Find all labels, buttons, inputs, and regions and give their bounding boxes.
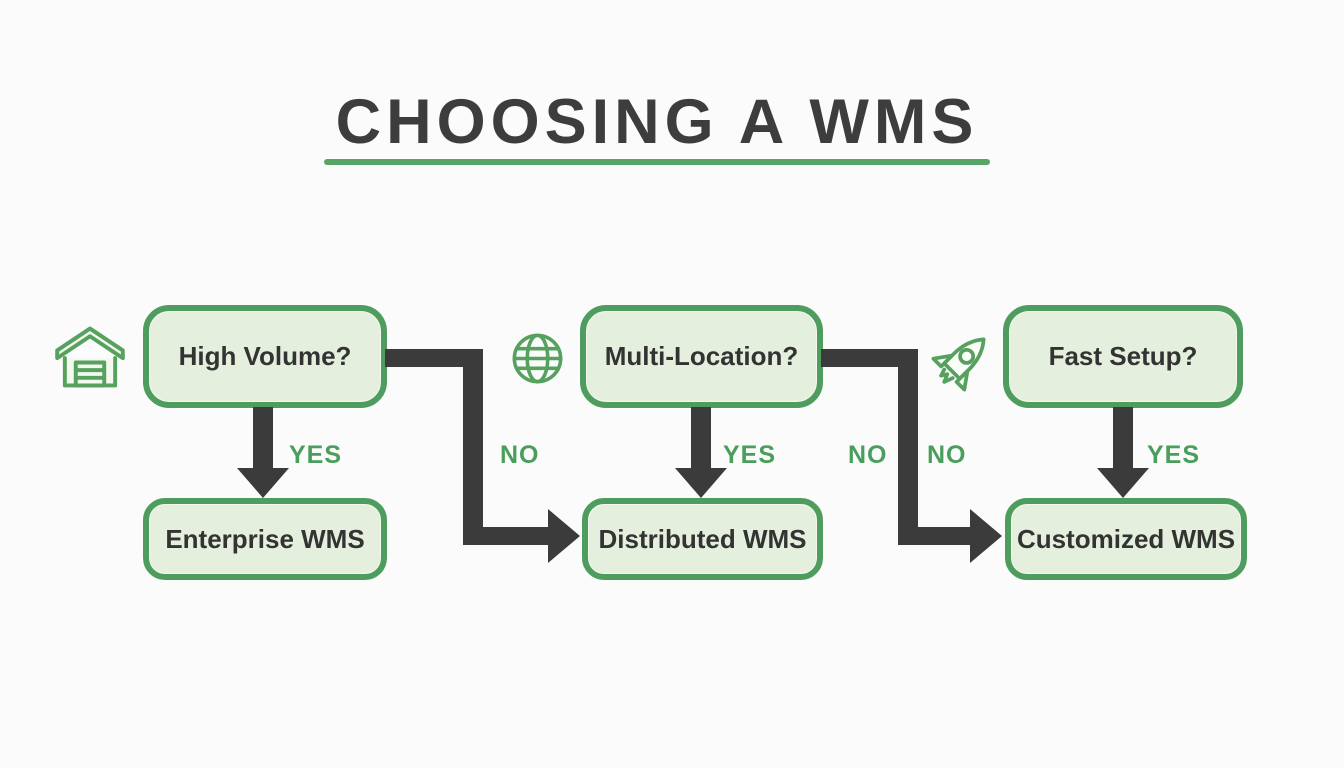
globe-icon: [509, 330, 566, 387]
arrow-high-volume-yes-shaft: [253, 407, 273, 469]
arrow-high-volume-no-head: [548, 509, 580, 563]
node-label: High Volume?: [178, 341, 352, 371]
node-outcome-distributed-wms: Distributed WMS: [582, 498, 823, 580]
edge-label-no: NO: [500, 441, 540, 469]
arrow-multi-location-no-top: [821, 349, 918, 367]
warehouse-icon: [55, 321, 125, 393]
node-label: Fast Setup?: [1048, 341, 1198, 371]
node-question-fast-setup: Fast Setup?: [1003, 305, 1243, 408]
arrow-high-volume-no-vertical: [463, 349, 483, 545]
arrow-fast-setup-yes-shaft: [1113, 407, 1133, 469]
arrow-multi-location-no-head: [970, 509, 1002, 563]
node-question-multi-location: Multi-Location?: [580, 305, 823, 408]
arrow-high-volume-no-bottom: [463, 527, 548, 545]
edge-label-yes: YES: [1147, 441, 1201, 469]
arrow-multi-location-yes-shaft: [691, 407, 711, 469]
arrow-multi-location-no-bottom: [898, 527, 970, 545]
node-label: Enterprise WMS: [165, 523, 365, 554]
node-outcome-customized-wms: Customized WMS: [1005, 498, 1247, 580]
node-label: Multi-Location?: [604, 341, 799, 371]
node-label: Distributed WMS: [598, 523, 807, 554]
arrow-multi-location-yes-head: [675, 468, 727, 498]
edge-label-yes: YES: [723, 441, 777, 469]
page-title: CHOOSING A WMS: [335, 87, 979, 157]
edge-label-no-left: NO: [848, 441, 888, 469]
rocket-icon: [927, 325, 997, 397]
node-outcome-enterprise-wms: Enterprise WMS: [143, 498, 387, 580]
arrow-multi-location-no-vertical: [898, 349, 918, 545]
arrow-high-volume-no-top: [385, 349, 483, 367]
node-question-high-volume: High Volume?: [143, 305, 387, 408]
edge-label-yes: YES: [289, 441, 343, 469]
arrow-high-volume-yes-head: [237, 468, 289, 498]
node-label: Customized WMS: [1016, 523, 1236, 554]
arrow-fast-setup-yes-head: [1097, 468, 1149, 498]
edge-label-no-right: NO: [927, 441, 967, 469]
title-underline: [324, 159, 990, 165]
